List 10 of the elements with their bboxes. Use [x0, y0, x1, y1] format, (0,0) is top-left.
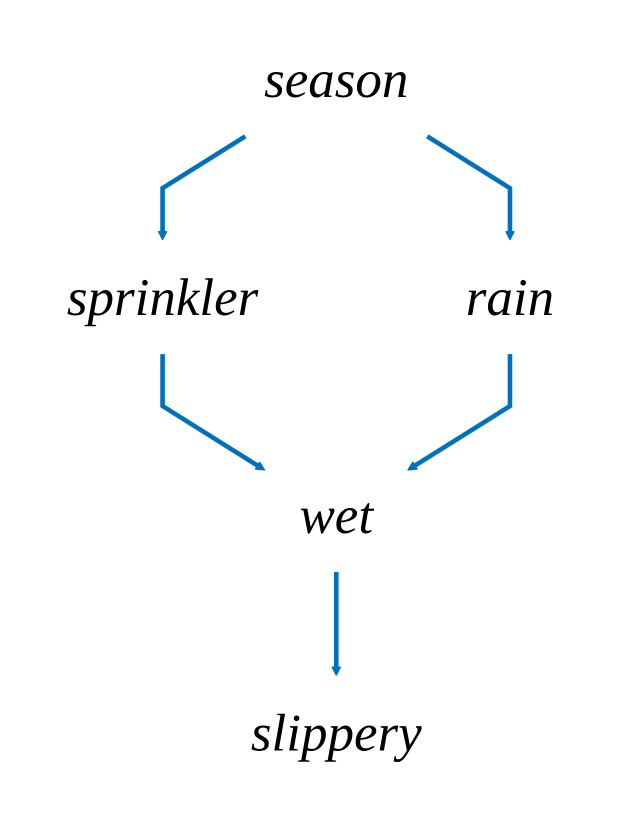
node-text: season: [264, 50, 408, 110]
node-text: slippery: [250, 704, 422, 763]
node-text: rain: [466, 268, 554, 327]
arrow: [407, 354, 512, 472]
arrow: [426, 134, 516, 241]
node-text: wet: [299, 486, 374, 545]
arrow: [158, 134, 247, 241]
arrow: [160, 354, 266, 472]
node-text: sprinkler: [66, 268, 258, 327]
arrow: [331, 572, 342, 677]
